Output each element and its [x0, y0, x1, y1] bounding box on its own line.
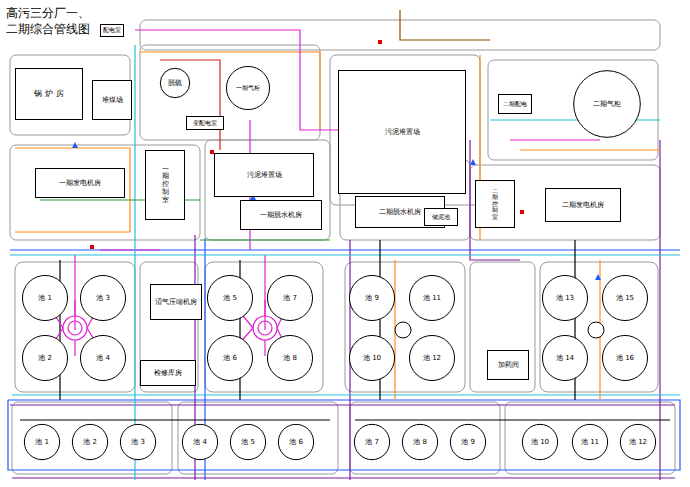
tank-circle: 池 11 — [409, 275, 455, 321]
node-label: 池 13 — [555, 294, 575, 302]
tank-circle: 池 16 — [602, 335, 648, 381]
building-box: 锅 炉 房 — [15, 68, 83, 120]
node-label: 堆煤场 — [101, 96, 124, 104]
node-label: 二期控制室 — [491, 188, 499, 221]
node-label: 变配电室 — [192, 120, 218, 127]
building-box: 配电室 — [100, 24, 124, 37]
building-box: 加药间 — [487, 350, 529, 380]
tank-circle: 池 4 — [182, 424, 218, 460]
building-box: 二期配电 — [498, 94, 532, 114]
building-box: 污泥堆置场 — [214, 153, 314, 197]
building-box: 堆煤场 — [92, 80, 132, 120]
node-label: 池 9 — [460, 438, 476, 446]
tank-circle: 池 6 — [278, 424, 314, 460]
building-box: 二期控制室 — [475, 180, 515, 228]
node-label: 池 14 — [555, 354, 575, 362]
node-label: 池 8 — [412, 438, 428, 446]
node-label: 池 4 — [192, 438, 208, 446]
node-label: 污泥堆置场 — [246, 171, 283, 179]
node-label: 一期发电机房 — [58, 179, 102, 187]
tank-circle: 池 7 — [354, 424, 390, 460]
tank-circle: 池 12 — [409, 335, 455, 381]
node-label: 池 12 — [628, 438, 648, 446]
node-label: 污泥堆置场 — [384, 128, 421, 136]
node-label: 池 1 — [34, 438, 50, 446]
tank-circle: 脱硫 — [160, 68, 190, 98]
tank-circle: 池 8 — [402, 424, 438, 460]
node-label: 二期气柜 — [592, 100, 622, 108]
tank-circle: 池 7 — [267, 275, 313, 321]
node-label: 池 7 — [364, 438, 380, 446]
node-label: 储泥池 — [431, 214, 451, 221]
node-label: 池 6 — [222, 354, 238, 362]
tank-circle: 池 14 — [542, 335, 588, 381]
tank-circle: 池 10 — [349, 335, 395, 381]
node-label: 池 5 — [240, 438, 256, 446]
node-label: 检修库房 — [153, 369, 183, 377]
node-label: 二期发电机房 — [561, 201, 605, 209]
tank-circle: 池 9 — [450, 424, 486, 460]
node-label: 池 5 — [222, 294, 238, 302]
node-label: 池 16 — [615, 354, 635, 362]
building-box: 二期发电机房 — [545, 188, 621, 222]
tank-circle: 池 13 — [542, 275, 588, 321]
tank-circle: 池 2 — [72, 424, 108, 460]
building-box: 污泥堆置场 — [338, 70, 466, 194]
node-label: 池 3 — [95, 294, 111, 302]
building-box: 储泥池 — [424, 208, 458, 226]
tank-circle: 池 1 — [22, 275, 68, 321]
tank-circle: 池 3 — [120, 424, 156, 460]
building-box: 变配电室 — [186, 116, 224, 130]
node-label: 一期控制室 — [161, 166, 170, 204]
tank-circle: 池 5 — [207, 275, 253, 321]
building-box: 检修库房 — [140, 360, 196, 386]
building-box: 一期脱水机房 — [240, 200, 322, 230]
tank-circle: 池 6 — [207, 335, 253, 381]
tank-circle: 池 8 — [267, 335, 313, 381]
building-box: 一期发电机房 — [35, 168, 125, 198]
node-label: 池 4 — [95, 354, 111, 362]
node-label: 池 10 — [362, 354, 382, 362]
node-label: 池 6 — [288, 438, 304, 446]
node-label: 锅 炉 房 — [33, 89, 64, 98]
tank-circle: 池 15 — [602, 275, 648, 321]
node-label: 加药间 — [497, 361, 520, 369]
tank-circle: 池 3 — [80, 275, 126, 321]
node-label: 池 2 — [82, 438, 98, 446]
node-label: 脱硫 — [167, 79, 183, 87]
node-label: 池 11 — [422, 294, 442, 302]
node-label: 配电室 — [102, 27, 122, 34]
tank-circle: 池 9 — [349, 275, 395, 321]
node-label: 池 8 — [282, 354, 298, 362]
tank-circle: 二期气柜 — [573, 70, 641, 138]
node-label: 一期脱水机房 — [259, 211, 303, 219]
node-label: 沼气压缩机房 — [154, 298, 198, 306]
node-label: 一期气柜 — [235, 85, 261, 92]
tank-circle: 池 2 — [22, 335, 68, 381]
building-box: 沼气压缩机房 — [150, 284, 202, 320]
node-label: 池 3 — [130, 438, 146, 446]
node-label: 池 2 — [37, 354, 53, 362]
node-label: 池 10 — [530, 438, 550, 446]
node-label: 池 7 — [282, 294, 298, 302]
tank-circle: 池 10 — [522, 424, 558, 460]
node-label: 池 1 — [37, 294, 53, 302]
node-label: 池 9 — [364, 294, 380, 302]
tank-circle: 池 4 — [80, 335, 126, 381]
building-box: 一期控制室 — [145, 150, 185, 220]
node-label: 池 15 — [615, 294, 635, 302]
node-label: 二期配电 — [502, 101, 528, 108]
tank-circle: 池 5 — [230, 424, 266, 460]
node-label: 池 11 — [580, 438, 600, 446]
diagram-title: 高污三分厂一、 二期综合管线图 — [6, 6, 98, 37]
node-label: 池 12 — [422, 354, 442, 362]
tank-circle: 池 12 — [620, 424, 656, 460]
node-label: 二期脱水机房 — [378, 208, 422, 216]
tank-circle: 池 1 — [24, 424, 60, 460]
tank-circle: 一期气柜 — [226, 66, 270, 110]
tank-circle: 池 11 — [572, 424, 608, 460]
